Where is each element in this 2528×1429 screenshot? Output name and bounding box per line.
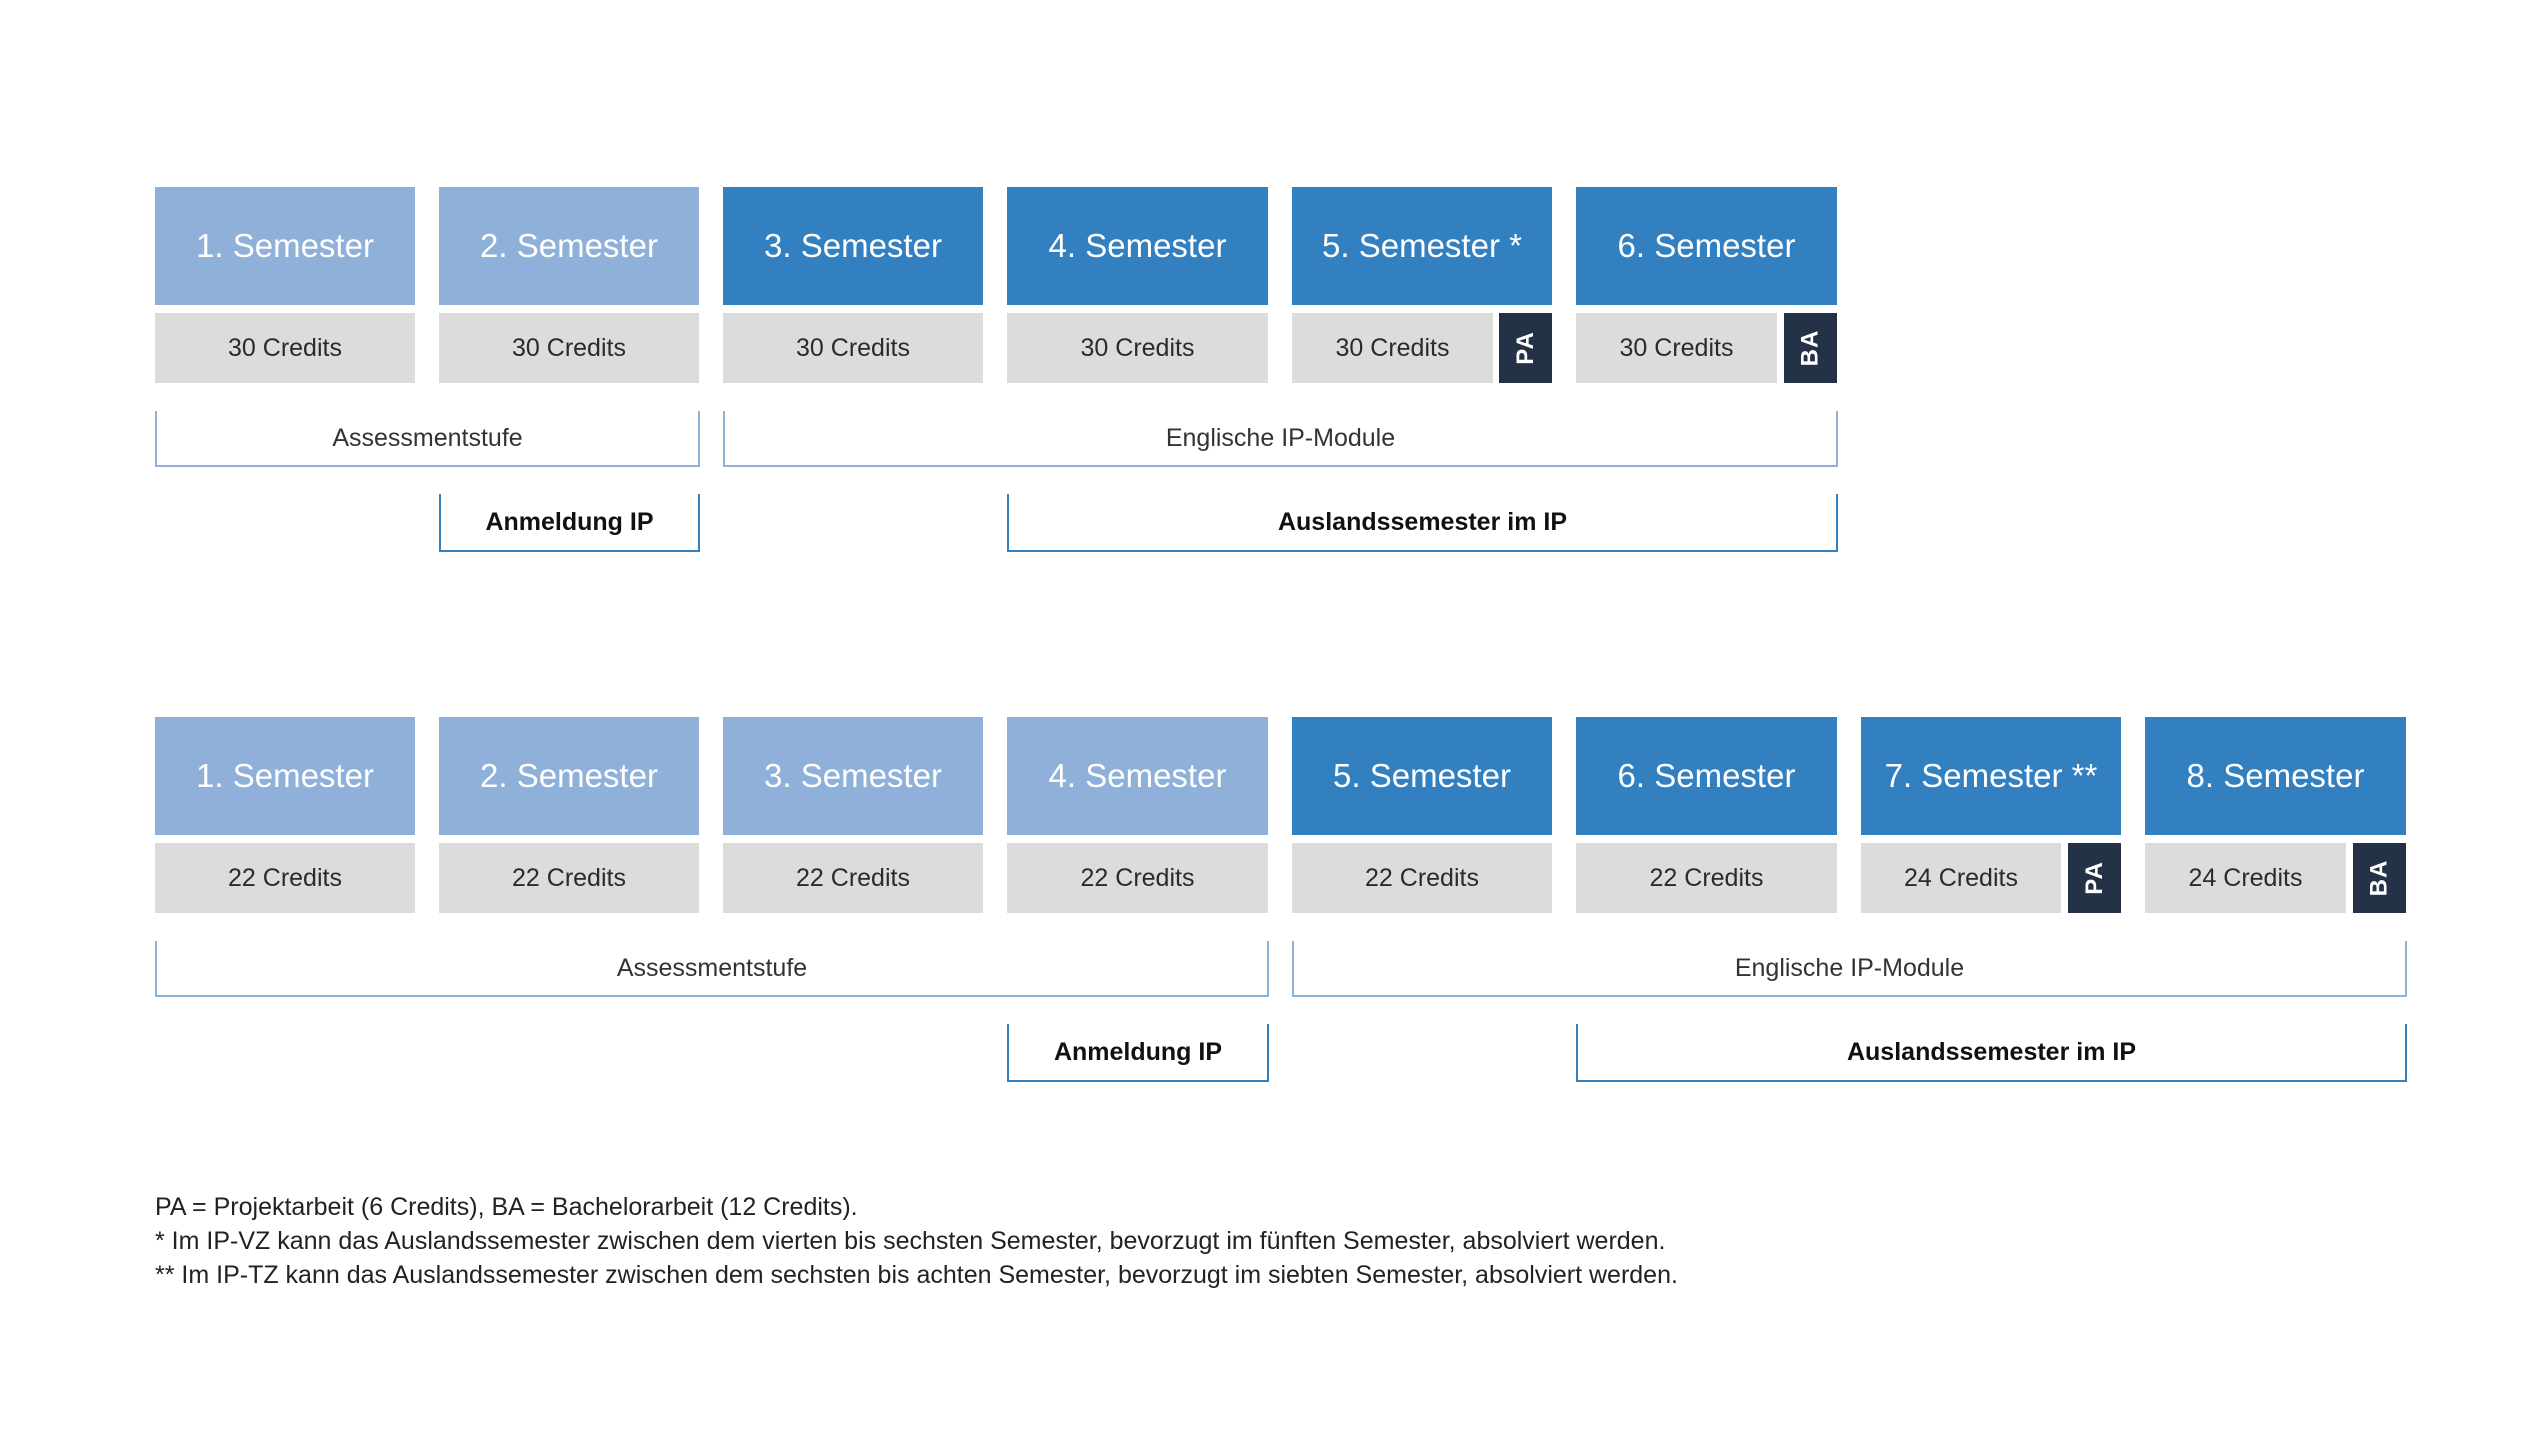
semester-header-tz-4: 4. Semester [1007,717,1268,835]
semester-header-tz-5: 5. Semester [1292,717,1552,835]
footnote-tz: ** Im IP-TZ kann das Auslandssemester zw… [155,1261,1678,1289]
tag-pa-vz: PA [1499,313,1552,383]
semester-header-tz-3: 3. Semester [723,717,983,835]
credits-vz-4: 30 Credits [1007,313,1268,383]
semester-header-tz-8: 8. Semester [2145,717,2406,835]
semester-header-tz-7: 7. Semester ** [1861,717,2121,835]
credits-vz-6: 30 Credits [1576,313,1777,383]
phase-ip-modules-vz: Englische IP-Module [723,411,1838,467]
credits-tz-4: 22 Credits [1007,843,1268,913]
semester-header-vz-4: 4. Semester [1007,187,1268,305]
credits-vz-1: 30 Credits [155,313,415,383]
credits-tz-6: 22 Credits [1576,843,1837,913]
footnote-vz: * Im IP-VZ kann das Auslandssemester zwi… [155,1227,1666,1255]
semester-header-tz-6: 6. Semester [1576,717,1837,835]
credits-tz-3: 22 Credits [723,843,983,913]
event-auslandssemester-tz: Auslandssemester im IP [1576,1024,2407,1082]
semester-header-vz-2: 2. Semester [439,187,699,305]
semester-header-tz-1: 1. Semester [155,717,415,835]
credits-vz-2: 30 Credits [439,313,699,383]
footnote-legend: PA = Projektarbeit (6 Credits), BA = Bac… [155,1193,858,1221]
phase-assessment-vz: Assessmentstufe [155,411,700,467]
credits-tz-8: 24 Credits [2145,843,2346,913]
credits-tz-1: 22 Credits [155,843,415,913]
phase-ip-modules-tz: Englische IP-Module [1292,941,2407,997]
credits-tz-2: 22 Credits [439,843,699,913]
event-anmeldung-tz: Anmeldung IP [1007,1024,1269,1082]
tag-ba-tz: BA [2353,843,2406,913]
credits-vz-3: 30 Credits [723,313,983,383]
credits-vz-5: 30 Credits [1292,313,1493,383]
credits-tz-5: 22 Credits [1292,843,1552,913]
semester-header-tz-2: 2. Semester [439,717,699,835]
semester-header-vz-1: 1. Semester [155,187,415,305]
event-anmeldung-vz: Anmeldung IP [439,494,700,552]
tag-ba-vz: BA [1784,313,1837,383]
event-auslandssemester-vz: Auslandssemester im IP [1007,494,1838,552]
semester-header-vz-6: 6. Semester [1576,187,1837,305]
credits-tz-7: 24 Credits [1861,843,2061,913]
tag-pa-tz: PA [2068,843,2121,913]
semester-header-vz-3: 3. Semester [723,187,983,305]
footnotes: PA = Projektarbeit (6 Credits), BA = Bac… [155,1190,1678,1292]
semester-header-vz-5: 5. Semester * [1292,187,1552,305]
phase-assessment-tz: Assessmentstufe [155,941,1269,997]
